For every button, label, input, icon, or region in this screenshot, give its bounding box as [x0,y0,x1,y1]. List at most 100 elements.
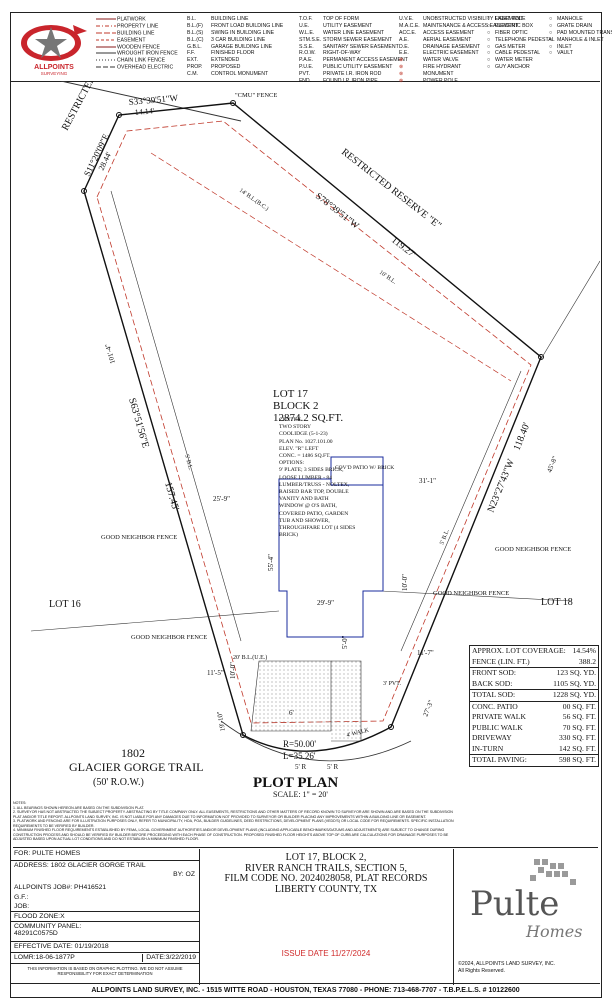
dim-3-pvt: 3' PVT. [383,681,401,687]
legend-abbr-item: ○PAD MOUNTED TRANSFORMER [549,30,612,37]
house-note-line: PLAN No. 1027.101.00 [279,438,333,445]
legend-symbol-icon: ○ [549,50,553,57]
legend-abbr-item: PVT.PRIVATE I.R. IRON ROD [299,71,408,78]
legend-abbr: W.L.E. [299,29,315,36]
legend-line-item: BUILDING LINE [95,30,178,37]
house-note-line: OPTIONS: [279,460,305,467]
legend-abbr: A.E. [399,36,409,43]
dim-19-10: 19'-10" [216,710,227,732]
house-note-line: CONC. = 1486 SQ.FT. [279,453,331,460]
dim-11-7: 11'-7" [417,649,434,657]
legend-abbr: D.E. [399,43,410,50]
gn-fence-4: GOOD NEIGHBOR FENCE [131,634,207,641]
building-line-10-label: 10' B.L. [378,270,398,286]
legend-symbol-icon: ○ [487,16,491,22]
legend-line-swatch-icon [96,52,116,54]
dist-east: 118.40' [512,421,533,452]
lot-label: LOT 17 [273,388,308,400]
house-note-line: VANITY AND BATH [279,496,329,503]
survey-notes: NOTES:1. ALL BEARINGS SHOWN HEREON ARE B… [13,801,598,848]
legend-abbr-item: P.U.E.PUBLIC UTILITY EASEMENT [299,64,408,71]
radius-5-b: 5' R [327,763,339,771]
bearing-north: S33°39'51"W [128,93,179,107]
legend-line-item: WOODEN FENCE [95,44,178,51]
in-turn-unit: SQ. FT. [572,743,596,753]
dim-25-9: 25'-9" [213,495,230,503]
legal-line: RIVER RANCH TRAILS, SECTION 5, [244,862,408,874]
legend-abbr: STM.S.E. [299,36,322,43]
flood-zone: FLOOD ZONE:X [11,912,199,922]
legend-abbr-text: DRAINAGE EASEMENT [423,43,481,50]
legend-abbr-item: ACC.E.ACCESS EASEMENT [399,30,523,37]
legend-abbr: T.O.F. [299,16,313,22]
dist-ne: 119.27' [389,235,417,260]
note-line: CONSTRUCTION PROCESS AND SHOULD BE VERIF… [13,832,449,837]
legend-abbr-text: 3 CAR BUILDING LINE [211,36,266,43]
walkway [331,660,362,742]
legend-abbr-item: F.F.FINISHED FLOOR [187,50,283,57]
legend-symbol-icon: ○ [549,29,553,36]
legend-abbr-item: ○MANHOLE [549,16,612,23]
street-name: GLACIER GORGE TRAIL [69,760,203,774]
legend-abbr-text: PRIVATE I.R. IRON ROD [323,71,382,78]
front-sod-label: FRONT SOD: [472,668,516,677]
lot-18: LOT 18 [541,597,573,608]
public-walk-unit: SQ. FT. [572,722,596,732]
legend-structures: ○MANHOLE ○ GRATE DRAIN○PAD MOUNTED TRANSFO… [549,16,612,57]
driveway-unit: SQ. FT. [572,733,596,742]
brand-name: ALLPOINTS [34,64,74,71]
dim-5-0: 5'-0" [341,635,349,649]
dist-north: 14.14' [134,106,155,117]
legend-abbr-item: ⊗FIRE HYDRANT [399,64,523,71]
legend-abbr: E.E. [399,50,409,57]
plot-plan-title: PLOT PLAN [253,775,338,791]
in-turn-label: IN-TURN [472,743,504,753]
legend-abbr-text: SANITARY SEWER EASEMENT [323,43,399,50]
client-for: FOR: PULTE HOMES [11,849,199,861]
legend-abbr-item: ○CABLE PEDESTAL [487,50,555,57]
lot-16: LOT 16 [49,599,81,610]
legend-abbr-item: ⊗MONUMENT [399,71,523,78]
legend-utilities: ○LIGHT POLE○ELECTRIC BOX○FIBER OPTIC○TEL… [487,16,555,71]
legend-abbr-text: UNOBSTRUCTED VISIBILITY EASEMENT [423,16,524,22]
street-curve [220,720,412,762]
good-neighbor-fence-west [110,190,242,642]
legend-line-swatch-icon [96,32,116,34]
in-turn-value: 142 [559,743,571,753]
private-walk-unit: SQ. FT. [572,712,596,721]
monument [240,732,246,738]
legend-abbr: PROP. [187,64,203,71]
gn-fence-3: GOOD NEIGHBOR FENCE [433,590,509,597]
legend-abbr: EXT. [187,57,198,64]
legend-abbr-text: FOUND I.P. IRON PIPE [323,78,378,85]
bl-20: 20' B.L.(U.E.) [233,654,267,661]
good-neighbor-fence-east [400,370,522,652]
legend-abbr-item: U.V.E.UNOBSTRUCTED VISIBILITY EASEMENT [399,16,523,23]
public-walk-value: 70 [562,722,571,732]
legend-abbr-text: SWING IN BUILDING LINE [211,29,275,36]
legend-line-swatch-icon [96,59,116,61]
back-sod-unit: SQ. YD. [569,678,596,688]
legend-abbr-item: S.S.E.SANITARY SEWER EASEMENT [299,44,408,51]
monument [538,354,544,360]
note-line: REQUIREMENTS TO BE VERIFIED BY BUILDER. [13,823,95,828]
gn-fence-1: GOOD NEIGHBOR FENCE [101,534,177,541]
front-sod-unit: SQ. YD. [569,668,596,677]
allpoints-logo: ALLPOINTS SURVEYING [15,17,93,77]
total-paving-unit: SQ. FT. [572,755,596,764]
legend-abbr-text: GRATE DRAIN [557,22,593,29]
fence-rear-east [380,590,572,602]
legend-line-item: PLATWORK [95,16,178,23]
legend-symbol-icon: ⊗ [399,71,404,78]
legend-abbr-text: INLET [557,43,572,50]
building-line [96,120,532,724]
total-sod-unit: SQ. YD. [569,690,596,699]
fence-label: FENCE (LIN. FT.) [472,656,530,666]
bl-5-west: 5' B.L. [183,454,193,472]
legend-abbr-text: MAINTENANCE & ACCESS EASEMENT [423,22,519,29]
legend-abbr-text: ELECTRIC BOX [495,22,534,29]
house-note-line: LUMBER/TRUSS - NOLTEX, [279,481,350,488]
